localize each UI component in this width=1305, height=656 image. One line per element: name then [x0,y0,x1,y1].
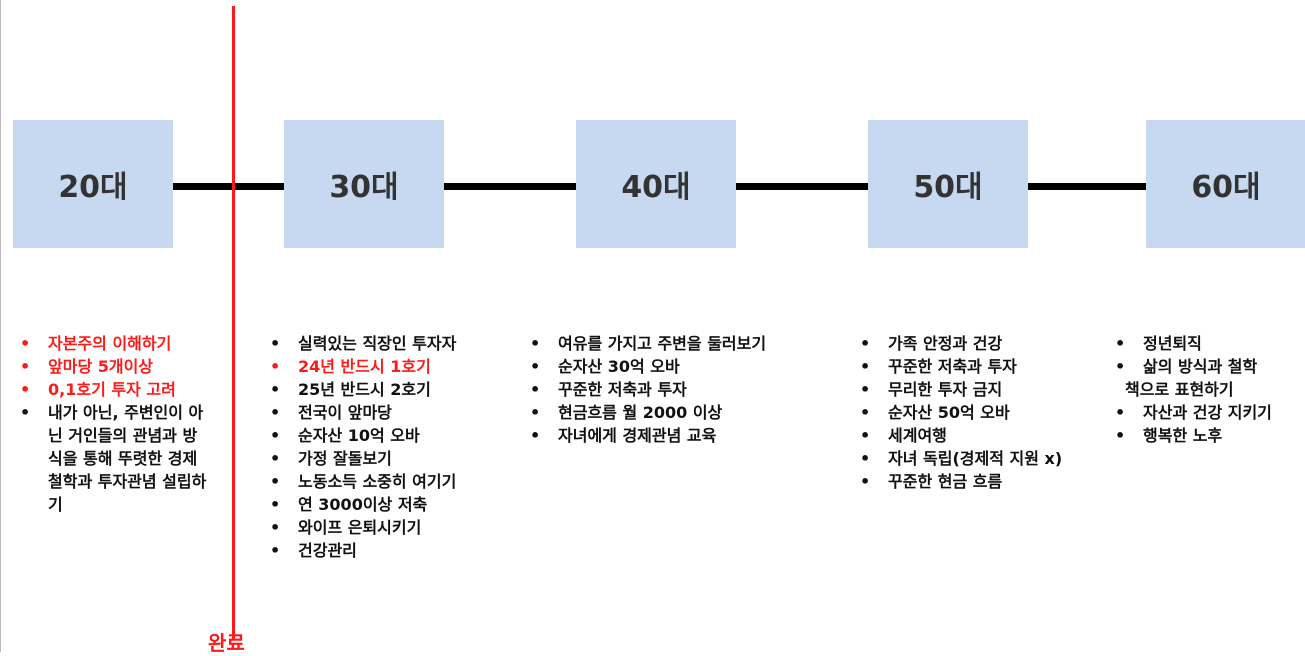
stage-box-20s: 20대 [13,120,173,248]
list-item: 실력있는 직장인 투자자 [270,332,510,355]
list-item: 건강관리 [270,539,510,562]
list-item: 와이프 은퇴시키기 [270,516,510,539]
list-item: 24년 반드시 1호기 [270,355,510,378]
stage-label: 50대 [913,170,983,205]
list-item: 정년퇴직 [1115,332,1305,355]
list-item: 내가 아닌, 주변인이 아닌 거인들의 관념과 방식을 통해 뚜렷한 경제 철학… [20,401,210,516]
list-item: 자녀 독립(경제적 지원 x) [860,447,1120,470]
stage-label: 30대 [329,170,399,205]
goal-list-30s: 실력있는 직장인 투자자24년 반드시 1호기25년 반드시 2호기전국이 앞마… [270,332,510,562]
stage-box-50s: 50대 [868,120,1028,248]
list-item: 삶의 방식과 철학 [1115,355,1305,378]
list-item: 꾸준한 저축과 투자 [860,355,1120,378]
list-item: 꾸준한 저축과 투자 [530,378,830,401]
list-item: 순자산 10억 오바 [270,424,510,447]
stage-box-30s: 30대 [284,120,444,248]
list-item: 앞마당 5개이상 [20,355,210,378]
list-item: 자녀에게 경제관념 교육 [530,424,830,447]
list-item: 가족 안정과 건강 [860,332,1120,355]
list-item: 책으로 표현하기 [1125,380,1234,399]
list-item: 순자산 50억 오바 [860,401,1120,424]
list-item: 현금흐름 월 2000 이상 [530,401,830,424]
progress-marker-label: 완료 [208,631,245,655]
page-edge [0,0,1,652]
list-item: 자산과 건강 지키기 [1115,401,1305,424]
stage-box-40s: 40대 [576,120,736,248]
goal-list-20s: 자본주의 이해하기앞마당 5개이상0,1호기 투자 고려내가 아닌, 주변인이 … [20,332,210,516]
stage-box-60s: 60대 [1146,120,1305,248]
goal-list-50s: 가족 안정과 건강꾸준한 저축과 투자무리한 투자 금지순자산 50억 오바세계… [860,332,1120,493]
stage-label: 20대 [58,170,128,205]
list-item: 행복한 노후 [1115,424,1305,447]
list-item: 자본주의 이해하기 [20,332,210,355]
list-item: 순자산 30억 오바 [530,355,830,378]
list-item: 25년 반드시 2호기 [270,378,510,401]
list-item: 세계여행 [860,424,1120,447]
list-item: 0,1호기 투자 고려 [20,378,210,401]
list-item: 여유를 가지고 주변을 둘러보기 [530,332,830,355]
stage-label: 60대 [1191,170,1261,205]
list-item: 꾸준한 현금 흐름 [860,470,1120,493]
progress-marker-line [232,6,235,640]
goal-list-40s: 여유를 가지고 주변을 둘러보기순자산 30억 오바꾸준한 저축과 투자현금흐름… [530,332,830,447]
list-item: 가정 잘돌보기 [270,447,510,470]
list-item: 노동소득 소중히 여기기 [270,470,510,493]
stage-label: 40대 [621,170,691,205]
list-item: 무리한 투자 금지 [860,378,1120,401]
list-item: 연 3000이상 저축 [270,493,510,516]
list-item: 전국이 앞마당 [270,401,510,424]
